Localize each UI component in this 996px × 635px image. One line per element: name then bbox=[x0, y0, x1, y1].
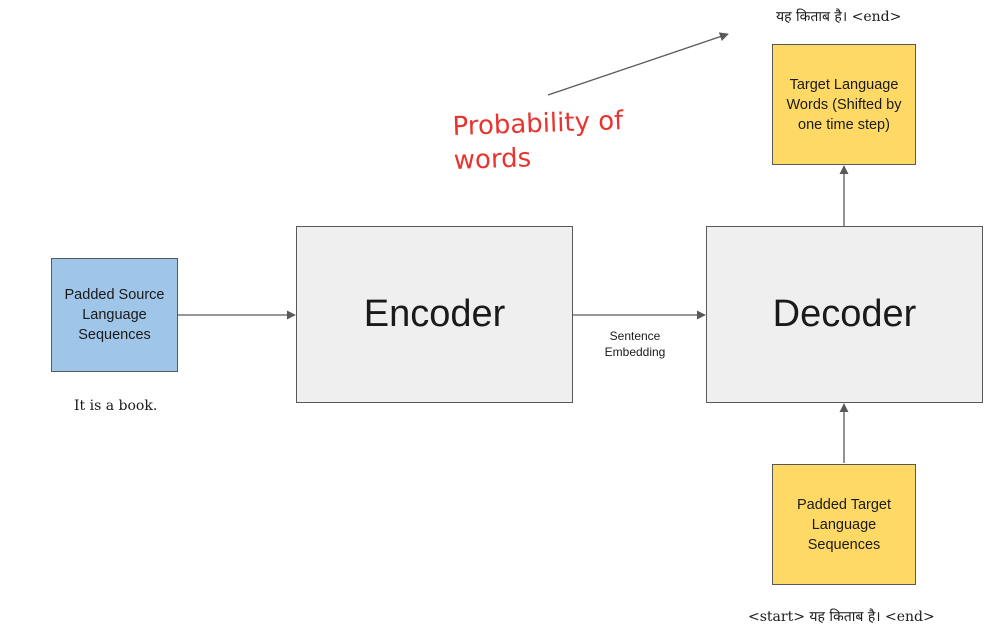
target-input-example-text: <start> यह किताब है। <end> bbox=[748, 609, 935, 625]
arrow-probability-annotation bbox=[547, 32, 729, 96]
encoder-label: Encoder bbox=[363, 293, 506, 335]
source-sequences-label: Padded Source Language Sequences bbox=[64, 287, 165, 343]
sentence-embedding-label: Sentence Embedding bbox=[604, 329, 666, 359]
decoder-label: Decoder bbox=[772, 293, 917, 335]
probability-annotation-text: Probability of words bbox=[452, 106, 624, 176]
target-input-label: Padded Target Language Sequences bbox=[796, 496, 892, 553]
decoder-box: Decoder bbox=[706, 226, 983, 403]
probability-annotation: Probability of words bbox=[452, 103, 654, 178]
source-sequences-box: Padded Source Language Sequences bbox=[51, 258, 178, 372]
encoder-box: Encoder bbox=[296, 226, 573, 403]
target-output-box: Target Language Words (Shifted by one ti… bbox=[772, 44, 916, 165]
target-output-label: Target Language Words (Shifted by one ti… bbox=[786, 76, 902, 133]
target-input-box: Padded Target Language Sequences bbox=[772, 464, 916, 585]
target-output-example-text: यह किताब है। <end> bbox=[776, 9, 902, 25]
source-example-text: It is a book. bbox=[74, 398, 158, 414]
